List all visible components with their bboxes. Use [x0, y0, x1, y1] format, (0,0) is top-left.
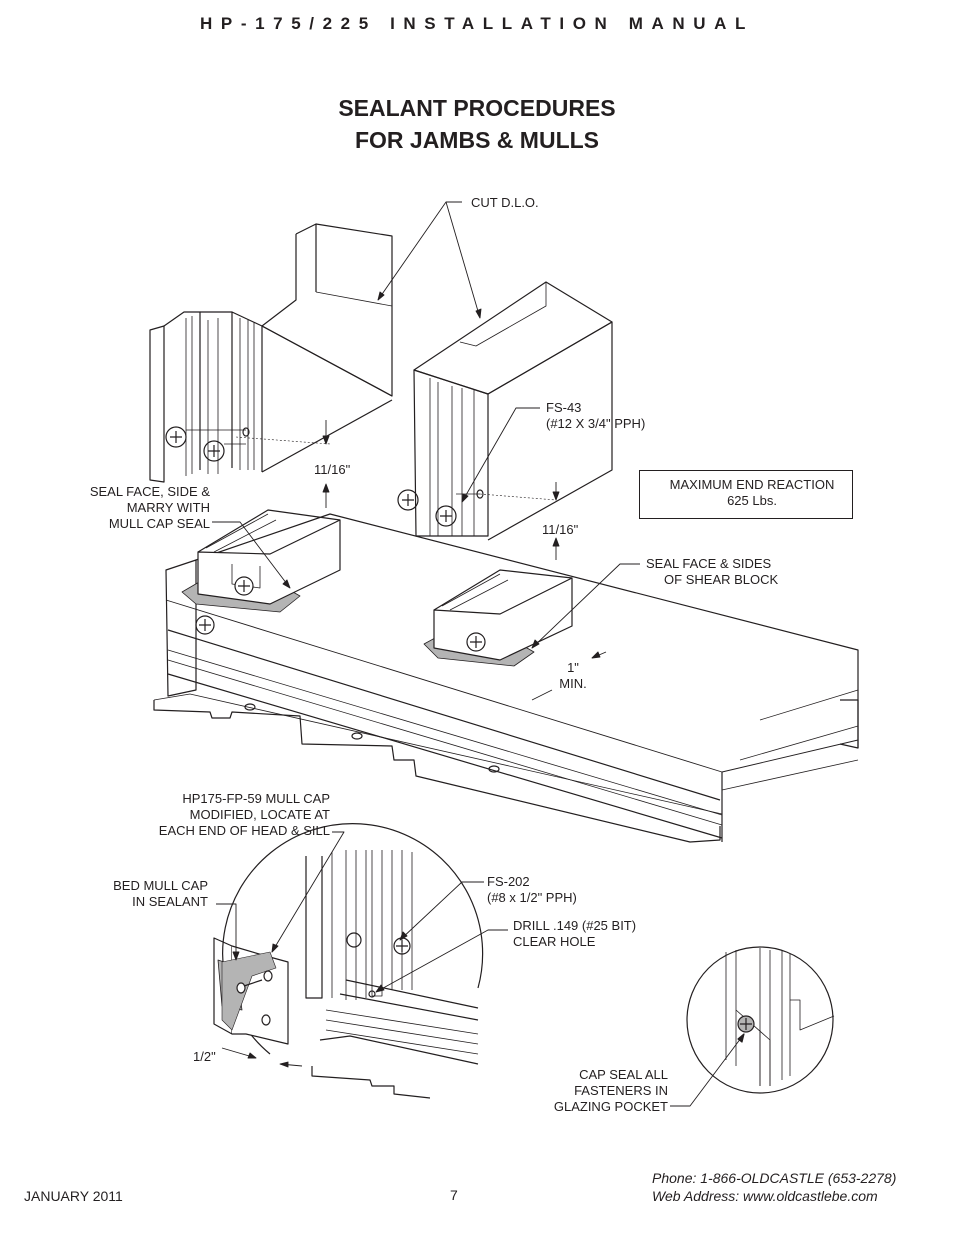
- dimension-half-inch: 1/2": [193, 1049, 216, 1064]
- max-end-reaction-box: [639, 470, 853, 519]
- callout-cut-dlo: CUT D.L.O.: [471, 195, 539, 210]
- max-end-reaction-value: 625 Lbs.: [727, 493, 777, 508]
- dimension-left: 11/16": [314, 462, 351, 477]
- footer-phone: Phone: 1-866-OLDCASTLE (653-2278): [652, 1170, 897, 1186]
- fs43-spec: (#12 X 3/4" PPH): [546, 416, 646, 431]
- callout-drill: DRILL .149 (#25 BIT)CLEAR HOLE: [513, 918, 636, 950]
- fs202-code: FS-202: [487, 874, 530, 889]
- callout-cap-seal: CAP SEAL ALL FASTENERS IN GLAZING POCKET: [553, 1067, 668, 1114]
- upper-leaders: [212, 201, 640, 701]
- page-title: SEALANT PROCEDURES FOR JAMBS & MULLS: [0, 92, 954, 156]
- footer-date: JANUARY 2011: [24, 1188, 123, 1204]
- callout-mull-cap: HP175-FP-59 MULL CAP MODIFIED, LOCATE AT…: [158, 791, 330, 838]
- callout-fs202: FS-202(#8 x 1/2" PPH): [487, 874, 577, 906]
- page-title-line2: FOR JAMBS & MULLS: [354, 127, 600, 153]
- fs43-code: FS-43: [546, 400, 582, 415]
- drill-note: CLEAR HOLE: [513, 934, 596, 949]
- callout-fs43: FS-43(#12 X 3/4" PPH): [546, 400, 645, 432]
- footer-web-address: Web Address: www.oldcastlebe.com: [652, 1188, 878, 1204]
- horizontal-head-member: [153, 513, 859, 843]
- dimension-right: 11/16": [542, 522, 579, 537]
- callout-seal-shear-block: SEAL FACE & SIDES OF SHEAR BLOCK: [646, 556, 779, 587]
- shear-block-right: [423, 569, 573, 667]
- page-title-line1: SEALANT PROCEDURES: [338, 95, 616, 121]
- lower-leaders: [216, 831, 508, 1068]
- fs202-spec: (#8 x 1/2" PPH): [487, 890, 577, 905]
- mull-cap-piece: [213, 937, 289, 1045]
- page-number: 7: [450, 1187, 458, 1203]
- left-jamb-assembly: [149, 223, 393, 483]
- manual-header: HP-175/225 INSTALLATION MANUAL: [200, 14, 754, 33]
- callout-one-inch-min: 1" MIN.: [559, 660, 587, 691]
- shear-block-left: [181, 509, 341, 613]
- callout-seal-face-side: SEAL FACE, SIDE & MARRY WITH MULL CAP SE…: [89, 484, 210, 531]
- max-end-reaction-label: MAXIMUM END REACTION: [669, 477, 835, 492]
- drill-spec: DRILL .149 (#25 BIT): [513, 918, 637, 933]
- callout-bed-mull-cap: BED MULL CAP IN SEALANT: [113, 878, 208, 909]
- right-jamb-assembly: [397, 281, 613, 541]
- detail-circle-cap-seal: [670, 946, 835, 1107]
